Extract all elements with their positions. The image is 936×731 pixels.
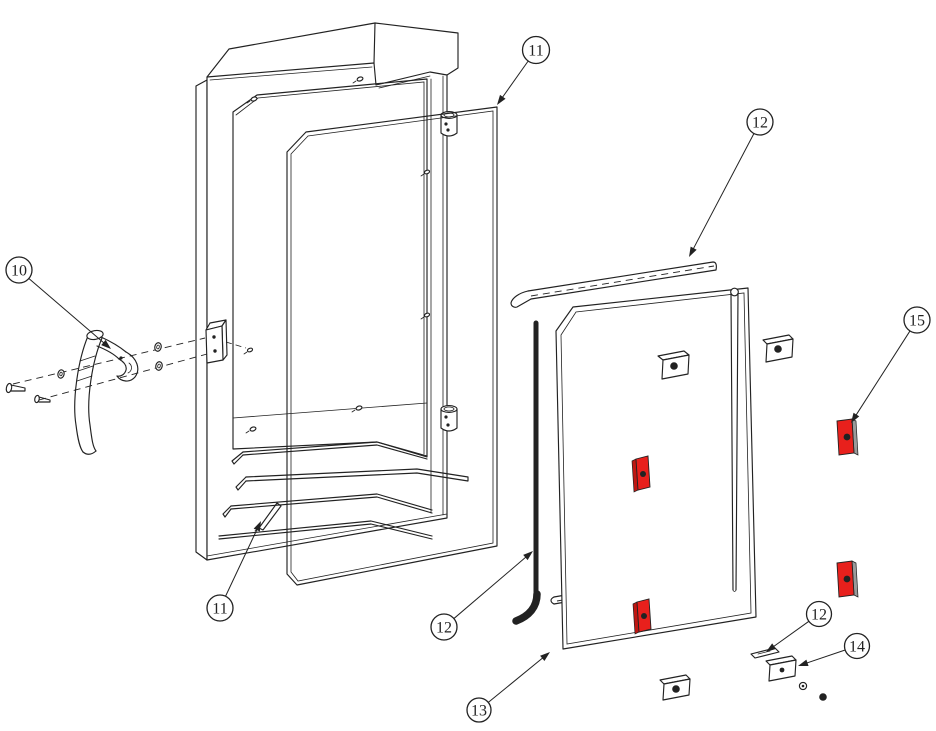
handle-screw-2: [34, 394, 51, 404]
callout-leader-line: [225, 526, 259, 597]
ball-fastener: [819, 693, 827, 701]
door-left-face: [195, 79, 208, 561]
callout-leader-line: [453, 554, 529, 619]
callout-14-8: 14: [798, 632, 871, 667]
door-window-opening: [232, 78, 428, 458]
top-gasket-strip: [510, 261, 717, 308]
callout-11-1: 11: [497, 35, 551, 105]
glass-clip-bracket-14: [765, 655, 797, 682]
fastener-axis-lower: [38, 353, 208, 401]
callout-leader-line: [691, 133, 755, 252]
callout-number: 12: [436, 620, 452, 637]
red-retainer-clips: [631, 418, 859, 635]
callout-leader-line: [853, 330, 911, 419]
callout-balloon: [430, 613, 458, 641]
callout-arrowhead: [689, 246, 697, 257]
callout-leader-line: [770, 620, 810, 649]
callout-balloon: [903, 306, 931, 334]
callout-13-6: 13: [466, 652, 550, 723]
callout-balloon: [206, 594, 234, 622]
callout-leader-line: [500, 60, 529, 101]
callout-balloon: [805, 600, 833, 628]
callout-leader-line: [487, 655, 546, 703]
glass-clip-brackets: [657, 334, 797, 701]
callout-balloon: [5, 256, 33, 284]
callout-12-5: 12: [430, 551, 533, 641]
callout-number: 11: [528, 43, 543, 60]
callout-balloon: [521, 35, 551, 65]
callout-leader-line: [28, 278, 107, 346]
red-clip: [631, 455, 651, 493]
glass-clip-bracket: [762, 334, 794, 363]
callout-arrowhead: [540, 652, 550, 661]
handle-latch-hook: [96, 336, 139, 382]
vertical-gasket-strip: [512, 320, 541, 625]
glass-clip-bracket: [659, 674, 691, 701]
callout-arrowhead: [851, 412, 860, 423]
washer: [798, 681, 808, 691]
red-clip: [836, 418, 859, 456]
door-assembly: [195, 22, 469, 561]
handle-assembly: [5, 329, 247, 455]
callout-arrowhead: [766, 643, 777, 652]
callout-number: 15: [909, 313, 925, 330]
callout-arrowhead: [523, 551, 533, 561]
callout-arrowhead: [798, 659, 809, 667]
callout-number: 13: [471, 703, 487, 720]
handle-screw-1: [5, 382, 26, 394]
small-fasteners: [798, 681, 827, 701]
callout-number: 12: [752, 115, 768, 132]
callout-15-3: 15: [851, 306, 931, 423]
callout-12-2: 12: [689, 108, 774, 257]
callout-number: 14: [849, 639, 865, 656]
callout-10-0: 10: [5, 256, 111, 349]
callout-balloon: [746, 108, 774, 136]
callout-arrowhead: [497, 94, 506, 105]
callout-12-7: 12: [766, 600, 833, 652]
door-front-face: [206, 62, 448, 561]
door-bottom-rails: [218, 441, 469, 540]
latch-keeper-block: [205, 319, 228, 364]
callout-leader-line: [803, 649, 846, 665]
callout-layer: 10 11 12 15 11 12 13 12 14: [5, 35, 931, 723]
flat-strip-part: [750, 647, 780, 659]
callout-arrowhead: [253, 521, 261, 532]
handle-washers: [57, 342, 163, 379]
red-clip: [836, 560, 859, 598]
door-hinge-upper: [440, 111, 458, 137]
red-clip: [632, 598, 652, 635]
callout-balloon: [843, 632, 871, 660]
fastener-axis-upper: [12, 337, 206, 385]
glass-clip-bracket: [657, 350, 690, 380]
door-studs: [243, 76, 431, 434]
callout-balloon: [466, 697, 492, 723]
callout-11-4: 11: [206, 521, 261, 622]
door-top-face: [206, 22, 459, 78]
callout-number: 11: [212, 601, 227, 618]
glass-side-rod: [730, 287, 739, 592]
callout-number: 10: [11, 263, 27, 280]
door-gasket-loop: [286, 106, 498, 586]
callout-number: 12: [811, 607, 827, 624]
door-hinge-lower: [440, 405, 458, 432]
callout-arrowhead: [101, 339, 111, 349]
glass-panel: [555, 287, 757, 650]
door-handle-grip: [74, 329, 104, 455]
